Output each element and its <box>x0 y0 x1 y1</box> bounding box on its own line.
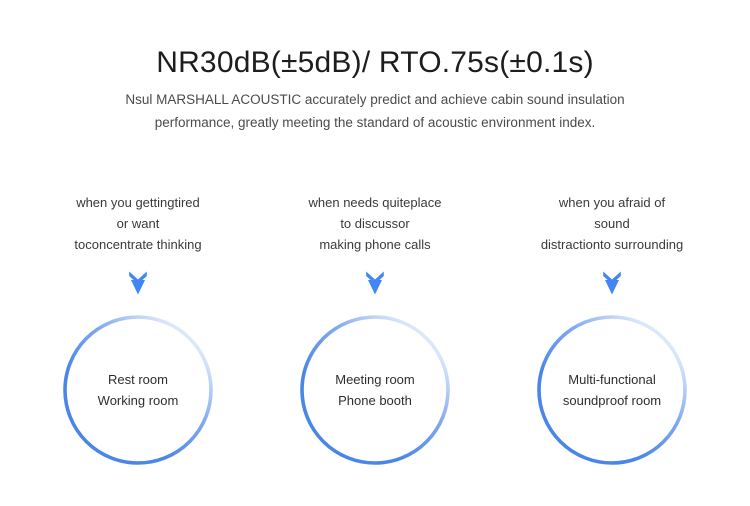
use-case-caption-1: when you gettingtired or want toconcentr… <box>74 192 201 255</box>
use-case-column-2: when needs quiteplace to discussor makin… <box>259 192 491 466</box>
use-case-circle-2-label: Meeting room Phone booth <box>299 314 451 466</box>
use-case-circle-3-line-1: Multi-functional <box>568 372 656 387</box>
use-case-circle-1-label: Rest room Working room <box>62 314 214 466</box>
use-case-caption-1-line-3: toconcentrate thinking <box>74 237 202 252</box>
use-case-caption-3-line-3: distractionto surrounding <box>540 237 684 252</box>
page-subtitle: Nsul MARSHALL ACOUSTIC accurately predic… <box>55 88 695 134</box>
use-case-caption-2-line-1: when needs quiteplace <box>308 195 442 210</box>
page-subtitle-line-1: Nsul MARSHALL ACOUSTIC accurately predic… <box>125 92 625 107</box>
page-title: NR30dB(±5dB)/ RTO.75s(±0.1s) <box>156 46 594 80</box>
use-case-columns: when you gettingtired or want toconcentr… <box>0 192 750 466</box>
use-case-caption-2: when needs quiteplace to discussor makin… <box>309 192 442 255</box>
chevron-double-down-icon <box>128 270 148 296</box>
use-case-circle-3: Multi-functional soundproof room <box>536 314 688 466</box>
use-case-caption-3: when you afraid of sound distractionto s… <box>541 192 683 255</box>
use-case-circle-1-line-2: Working room <box>97 393 179 408</box>
chevron-double-down-icon <box>602 270 622 296</box>
use-case-column-3: when you afraid of sound distractionto s… <box>496 192 728 466</box>
use-case-caption-2-line-3: making phone calls <box>319 237 431 252</box>
use-case-circle-2: Meeting room Phone booth <box>299 314 451 466</box>
use-case-caption-2-line-2: to discussor <box>340 216 410 231</box>
page-subtitle-line-2: performance, greatly meeting the standar… <box>154 115 596 130</box>
use-case-circle-1-line-1: Rest room <box>108 372 168 387</box>
use-case-caption-1-line-1: when you gettingtired <box>76 195 200 210</box>
use-case-caption-3-line-2: sound <box>594 216 630 231</box>
use-case-circle-2-line-1: Meeting room <box>335 372 415 387</box>
use-case-caption-3-line-1: when you afraid of <box>558 195 666 210</box>
use-case-circle-3-label: Multi-functional soundproof room <box>536 314 688 466</box>
chevron-double-down-icon <box>365 270 385 296</box>
use-case-caption-1-line-2: or want <box>116 216 160 231</box>
use-case-column-1: when you gettingtired or want toconcentr… <box>22 192 254 466</box>
use-case-circle-3-line-2: soundproof room <box>562 393 662 408</box>
use-case-circle-1: Rest room Working room <box>62 314 214 466</box>
use-case-circle-2-line-2: Phone booth <box>338 393 412 408</box>
